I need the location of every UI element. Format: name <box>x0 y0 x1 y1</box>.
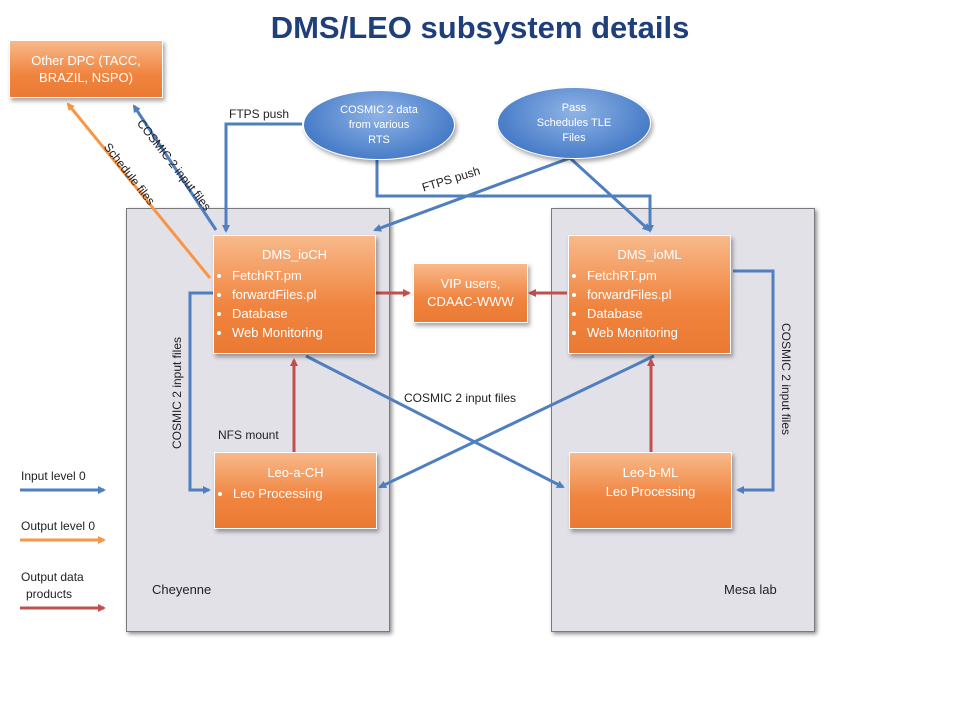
nfs-mount-label: NFS mount <box>218 428 279 442</box>
pass-schedules-label: Pass Schedules TLE Files <box>536 101 612 144</box>
dms-ioch-item: FetchRT.pm <box>232 266 375 285</box>
dms-ioch-item: forwardFiles.pl <box>232 285 375 304</box>
legend-products-label-1: Output data <box>21 570 84 584</box>
cheyenne-label: Cheyenne <box>152 582 212 597</box>
dms-ioml-title: DMS_ioML <box>617 247 682 262</box>
pass-to-ioml-arrow <box>568 156 651 232</box>
dms-ioch-title: DMS_ioCH <box>261 247 327 262</box>
cosmic-rts-label: COSMIC 2 data from various RTS <box>340 103 418 146</box>
dms-ioml-item: Database <box>587 304 730 323</box>
rts-to-ioml-arrow <box>375 158 654 233</box>
vip-users-box: VIP users, CDAAC-WWW <box>413 263 528 323</box>
legend-input-label: Input level 0 <box>21 469 86 483</box>
cosmic-input-right-label: COSMIC 2 input files <box>779 322 794 436</box>
leo-b-ml-title: Leo-b-ML <box>622 465 679 480</box>
dms-ioml-item: FetchRT.pm <box>587 266 730 285</box>
cosmic-rts-ellipse: COSMIC 2 data from various RTS <box>303 90 455 160</box>
pass-to-ioch-arrow <box>373 156 571 232</box>
page-title: DMS/LEO subsystem details <box>270 10 690 45</box>
ioml-to-leob-arrow <box>733 269 775 494</box>
leo-a-ch-box: Leo-a-CH Leo Processing <box>214 452 377 529</box>
leo-a-ch-title: Leo-a-CH <box>267 465 324 480</box>
cosmic-input-left-label: COSMIC 2 input files <box>170 336 185 450</box>
mesa-lab-label: Mesa lab <box>724 582 777 597</box>
ioch-to-other-dpc-arrow <box>132 104 218 231</box>
other-dpc-label: Other DPC (TACC, BRAZIL, NSPO) <box>31 53 141 85</box>
cosmic-input-cross-label: COSMIC 2 input files <box>404 391 517 405</box>
dms-ioch-box: DMS_ioCH FetchRT.pm forwardFiles.pl Data… <box>213 235 376 354</box>
vip-users-label: VIP users, CDAAC-WWW <box>427 276 514 309</box>
pass-schedules-ellipse: Pass Schedules TLE Files <box>497 87 651 159</box>
leo-b-ml-subtitle: Leo Processing <box>605 484 696 499</box>
legend-products-label-2: products <box>26 587 73 601</box>
dms-ioml-box: DMS_ioML FetchRT.pm forwardFiles.pl Data… <box>568 235 731 354</box>
dms-ioch-list: FetchRT.pm forwardFiles.pl Database Web … <box>214 266 375 342</box>
leo-a-ch-item: Leo Processing <box>233 484 376 503</box>
ioch-to-leoa-arrow <box>188 291 213 494</box>
other-dpc-box: Other DPC (TACC, BRAZIL, NSPO) <box>9 40 163 98</box>
dms-ioml-list: FetchRT.pm forwardFiles.pl Database Web … <box>569 266 730 342</box>
dms-ioml-item: Web Monitoring <box>587 323 730 342</box>
leo-b-ml-box: Leo-b-ML Leo Processing <box>569 452 732 529</box>
dms-ioch-item: Database <box>232 304 375 323</box>
ioch-to-leob-arrow <box>305 354 565 489</box>
dms-ioml-item: forwardFiles.pl <box>587 285 730 304</box>
ioml-to-leoa-arrow <box>378 354 655 489</box>
ftps-push-left-label: FTPS push <box>229 107 290 121</box>
dms-ioch-item: Web Monitoring <box>232 323 375 342</box>
legend-output-label: Output level 0 <box>21 519 96 533</box>
schedule-files-arrow <box>66 102 212 279</box>
leo-a-ch-list: Leo Processing <box>215 484 376 503</box>
ftps-push-left-arrow <box>222 122 302 233</box>
